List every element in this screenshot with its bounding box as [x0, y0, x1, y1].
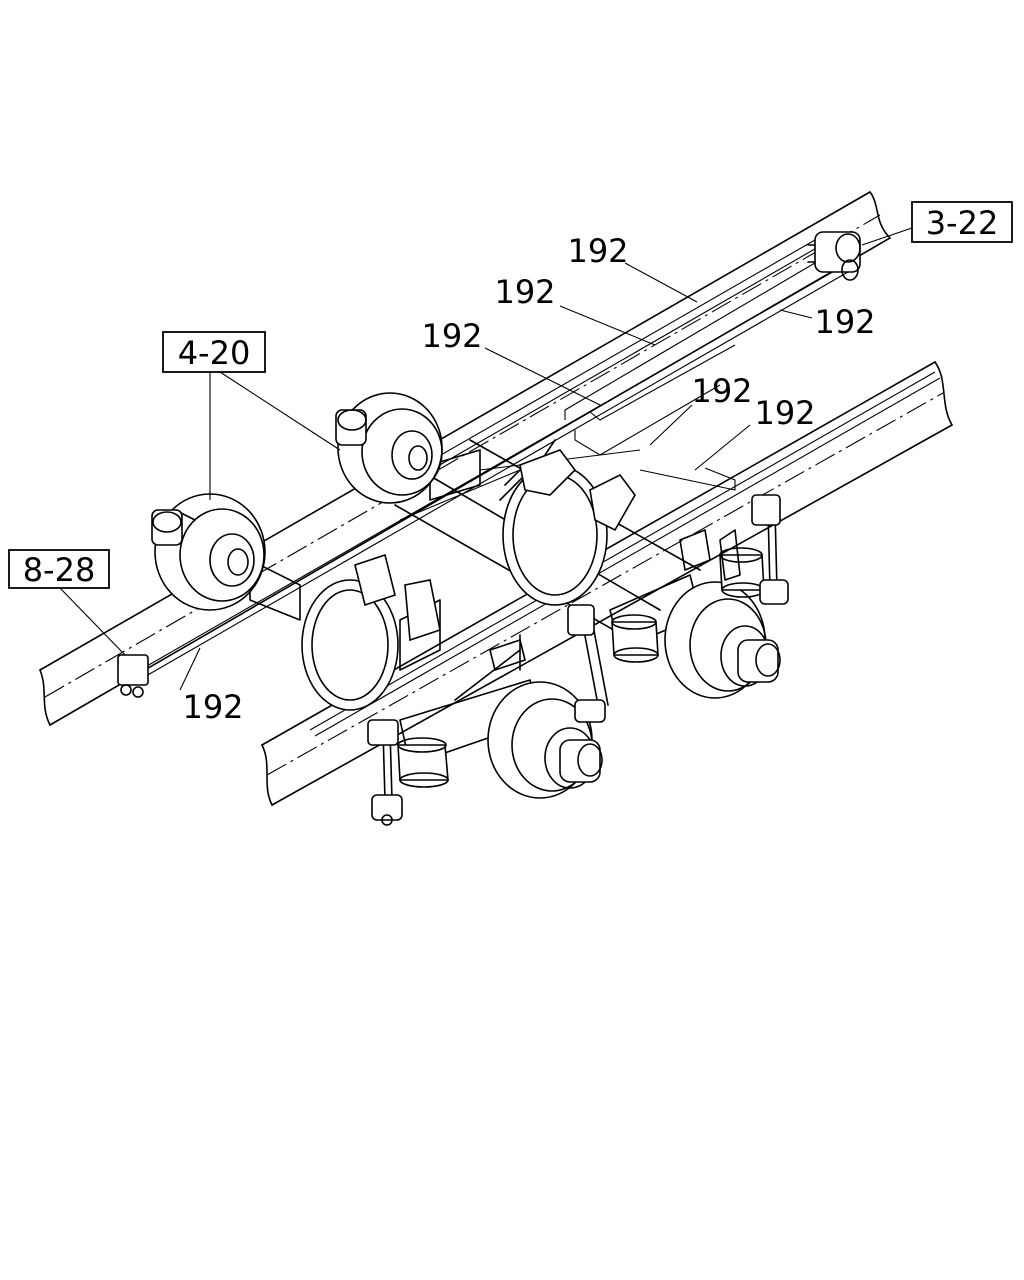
part-label-192: 192: [421, 317, 482, 355]
air-spring-front: [397, 737, 449, 788]
ref-label-3-22: 3-22: [926, 204, 999, 242]
part-label-192: 192: [754, 394, 815, 432]
air-spring-rear: [611, 614, 659, 663]
part-label-192: 192: [814, 303, 875, 341]
relay-valve-8-28: [117, 654, 149, 698]
ref-box-3-22: 3-22: [911, 201, 1013, 243]
part-label-192: 192: [494, 273, 555, 311]
brake-drum-right-rear: [664, 581, 781, 699]
air-spring-right: [719, 547, 765, 598]
part-label-192: 192: [567, 232, 628, 270]
suspension-links: [367, 494, 789, 826]
part-label-192: 192: [691, 372, 752, 410]
differential-front: [301, 579, 441, 711]
brake-lines: [139, 239, 941, 737]
part-label-192: 192: [182, 688, 243, 726]
brake-drum-left-rear: [335, 392, 443, 504]
ref-label-8-28: 8-28: [23, 551, 96, 589]
ref-label-4-20: 4-20: [178, 334, 251, 372]
ref-box-4-20: 4-20: [162, 331, 266, 373]
brake-drum-left-front: [151, 493, 266, 611]
ref-box-8-28: 8-28: [8, 549, 110, 589]
brake-chambers: [354, 439, 636, 642]
leader-lines: [59, 227, 913, 691]
valve-3-22: [807, 231, 861, 281]
brake-drum-right-front: [487, 681, 603, 799]
